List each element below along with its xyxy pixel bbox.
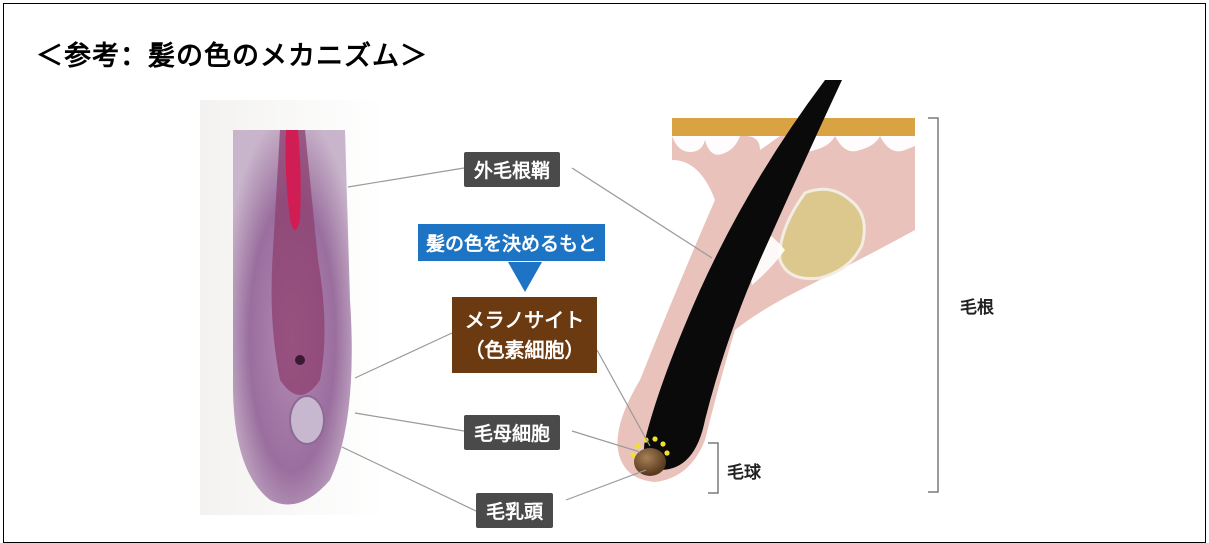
- down-arrow: [508, 262, 542, 292]
- bulb-bracket: [708, 442, 719, 494]
- label-outer-root-sheath: 外毛根鞘: [464, 152, 561, 187]
- label-color-origin: 髪の色を決めるもと: [418, 224, 605, 261]
- label-papilla: 毛乳頭: [476, 493, 554, 528]
- dermal-papilla: [634, 448, 666, 476]
- melanocyte-line1: メラノサイト: [464, 308, 585, 332]
- label-matrix-cell: 毛母細胞: [464, 415, 561, 450]
- leader-lines: [341, 167, 713, 512]
- label-bulb: 毛球: [727, 463, 761, 483]
- root-bracket: [928, 117, 939, 493]
- micrograph-inner-sheath: [271, 130, 325, 395]
- micrograph-hair-shaft: [285, 130, 301, 230]
- label-melanocyte: メラノサイト （色素細胞）: [452, 297, 597, 373]
- figure-title: ＜参考：髪の色のメカニズム＞: [36, 41, 428, 72]
- micrograph-panel: [200, 100, 385, 515]
- melanocyte-line2: （色素細胞）: [464, 338, 585, 362]
- micrograph-papilla: [289, 395, 325, 445]
- skin-cross-section: [617, 80, 915, 482]
- hair-shaft: [644, 80, 842, 470]
- label-root: 毛根: [960, 298, 994, 318]
